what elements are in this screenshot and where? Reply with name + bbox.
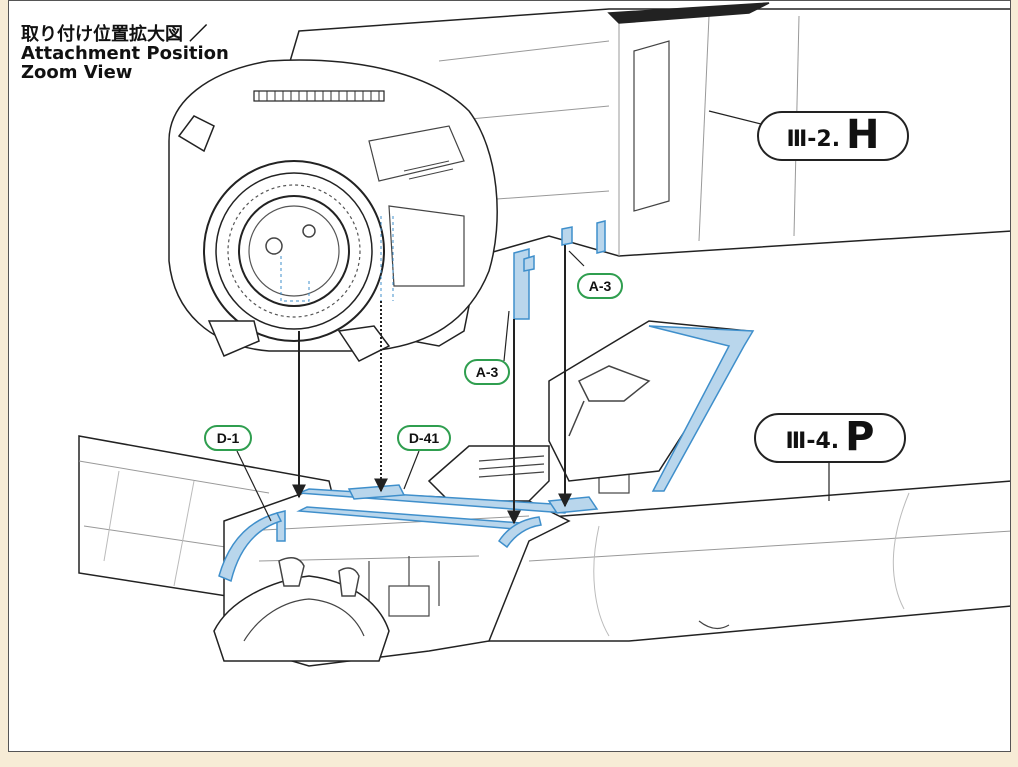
step-number: Ⅲ-2. [786, 127, 841, 152]
part-label-d1: D-1 [204, 425, 252, 451]
part-label-a3-left: A-3 [464, 359, 510, 385]
step-callout-p: Ⅲ-4. P [754, 413, 906, 463]
part-label-d41: D-41 [397, 425, 451, 451]
step-letter: P [845, 414, 875, 460]
part-label-a3-right: A-3 [577, 273, 623, 299]
title-block: 取り付け位置拡大図 ／ Attachment Position Zoom Vie… [21, 25, 229, 82]
step-letter: H [846, 112, 880, 158]
alignment-arrows [292, 245, 572, 525]
instruction-panel: 取り付け位置拡大図 ／ Attachment Position Zoom Vie… [8, 0, 1011, 752]
step-number: Ⅲ-4. [785, 429, 840, 454]
step-callout-h: Ⅲ-2. H [757, 111, 909, 161]
assembly-diagram [78, 2, 1010, 667]
engine-cowling [168, 2, 1010, 362]
title-english-line-2: Zoom View [21, 62, 133, 83]
wing-assembly [78, 320, 1010, 667]
title-english-line-1: Attachment Position [21, 43, 229, 64]
a3-tabs [513, 220, 606, 320]
title-japanese: 取り付け位置拡大図 ／ [21, 24, 208, 45]
